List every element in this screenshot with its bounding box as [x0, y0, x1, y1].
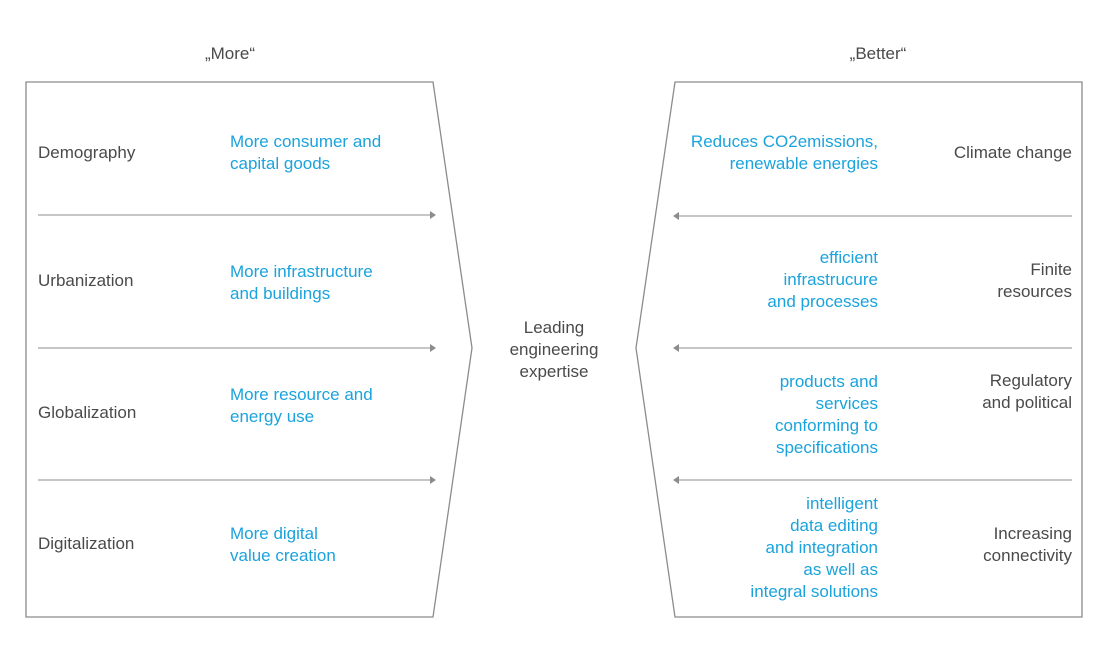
- right-effect-2: efficient infrastrucure and processes: [767, 248, 878, 311]
- right-arrow-2: [673, 344, 1072, 352]
- left-driver-2: Urbanization: [38, 271, 134, 290]
- right-effect-3: products and services conforming to spec…: [775, 372, 878, 457]
- left-driver-3: Globalization: [38, 403, 137, 422]
- left-arrow-2: [38, 344, 436, 352]
- left-effect-1: More consumer and capital goods: [230, 132, 382, 173]
- right-arrow-1: [673, 212, 1072, 220]
- right-driver-4: Increasing connectivity: [983, 524, 1072, 565]
- left-arrow-3: [38, 476, 436, 484]
- right-arrow-3: [673, 476, 1072, 484]
- right-effect-1: Reduces CO2emissions, renewable energies: [690, 132, 878, 173]
- center-label: Leading engineering expertise: [509, 318, 599, 381]
- right-effect-4: intelligent data editing and integration…: [750, 494, 878, 601]
- left-driver-1: Demography: [38, 143, 136, 162]
- left-panel-shape: [25, 81, 473, 618]
- left-heading: „More“: [204, 44, 256, 63]
- right-heading: „Better“: [849, 44, 907, 63]
- left-effect-2: More infrastructure and buildings: [230, 262, 373, 303]
- left-effect-4: More digital value creation: [230, 524, 336, 565]
- left-driver-4: Digitalization: [38, 534, 135, 553]
- left-effect-3: More resource and energy use: [230, 385, 373, 426]
- right-driver-3: Regulatory and political: [982, 371, 1072, 412]
- right-panel-shape: [635, 81, 1083, 618]
- left-arrow-1: [38, 211, 436, 219]
- right-driver-1: Climate change: [953, 143, 1072, 162]
- right-driver-2: Finite resources: [997, 260, 1072, 301]
